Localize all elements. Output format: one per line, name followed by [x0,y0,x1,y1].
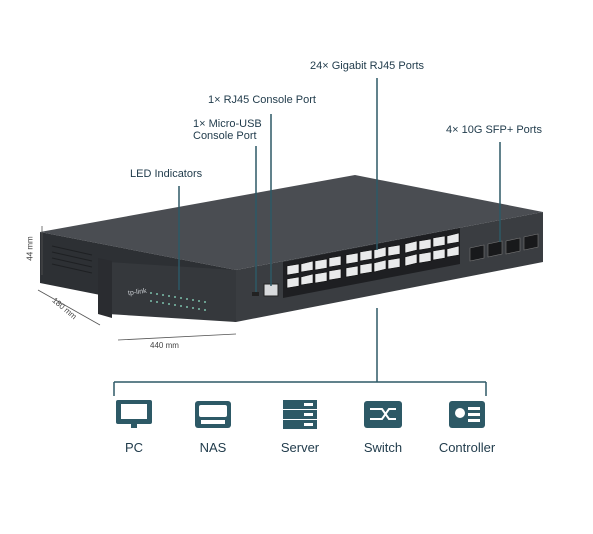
monitor-icon [116,400,152,428]
micro-usb-port [252,292,259,296]
device-label-server: Server [280,440,320,455]
switch-icon [364,401,402,428]
connection-tree [113,308,487,396]
sfp-port-block [469,233,539,262]
device-label-pc: PC [124,440,144,455]
usb-console-label-line2: Console Port [193,130,257,142]
height-dimension: 44 mm [25,236,35,261]
device-label-switch: Switch [363,440,403,455]
usb-console-label-line1: 1× Micro-USB [193,118,262,130]
nas-icon [195,401,231,428]
width-dimension: 440 mm [150,341,179,350]
sfp-ports-label: 4× 10G SFP+ Ports [446,124,542,136]
device-label-nas: NAS [199,440,227,455]
rj45-ports-label: 24× Gigabit RJ45 Ports [310,60,425,72]
device-label-controller: Controller [438,440,496,455]
led-indicators-label: LED Indicators [130,168,203,180]
led-indicators [150,292,206,311]
rj45-console-label: 1× RJ45 Console Port [208,94,316,106]
server-icon [283,400,317,429]
controller-icon [449,401,485,428]
chassis-top [40,175,543,270]
brand-logo: tp-link [127,287,148,298]
